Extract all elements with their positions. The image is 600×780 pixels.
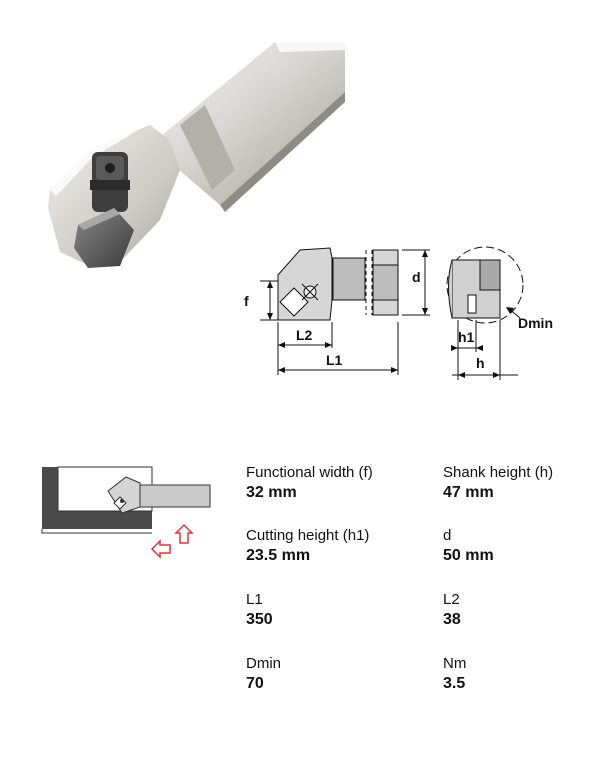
spec-value: 350	[246, 611, 273, 628]
spec-value: 3.5	[443, 675, 466, 692]
spec-label: Functional width (f)	[246, 464, 373, 481]
label-l2: L2	[296, 327, 313, 343]
spec-label: L1	[246, 591, 263, 608]
spec-label: d	[443, 527, 452, 544]
spec-dmin: Dmin 70	[246, 655, 426, 694]
application-diagram	[41, 466, 211, 559]
spec-label: Nm	[443, 655, 467, 672]
spec-value: 38	[443, 611, 461, 628]
spec-nm: Nm 3.5	[443, 655, 600, 694]
product-photo	[48, 42, 348, 268]
label-dmin: Dmin	[518, 315, 553, 331]
spec-label: L2	[443, 591, 460, 608]
label-h1: h1	[458, 329, 475, 345]
dimension-drawing: f d L2 L1 h1 h Dmin	[244, 246, 553, 380]
spec-value: 32 mm	[246, 484, 297, 501]
spec-l2: L2 38	[443, 591, 600, 630]
label-h: h	[476, 355, 485, 371]
label-d: d	[412, 269, 421, 285]
spec-d: d 50 mm	[443, 527, 600, 566]
spec-value: 23.5 mm	[246, 547, 311, 564]
spec-l1: L1 350	[246, 591, 426, 630]
spec-shank-height: Shank height (h) 47 mm	[443, 464, 600, 503]
spec-label: Shank height (h)	[443, 464, 554, 481]
spec-label: Dmin	[246, 655, 282, 672]
spec-value: 47 mm	[443, 484, 494, 501]
spec-value: 50 mm	[443, 547, 494, 564]
spec-functional-width: Functional width (f) 32 mm	[246, 464, 426, 503]
label-f: f	[244, 293, 249, 309]
spec-value: 70	[246, 675, 264, 692]
spec-cutting-height: Cutting height (h1) 23.5 mm	[246, 527, 426, 566]
label-l1: L1	[326, 352, 343, 368]
spec-label: Cutting height (h1)	[246, 527, 370, 544]
